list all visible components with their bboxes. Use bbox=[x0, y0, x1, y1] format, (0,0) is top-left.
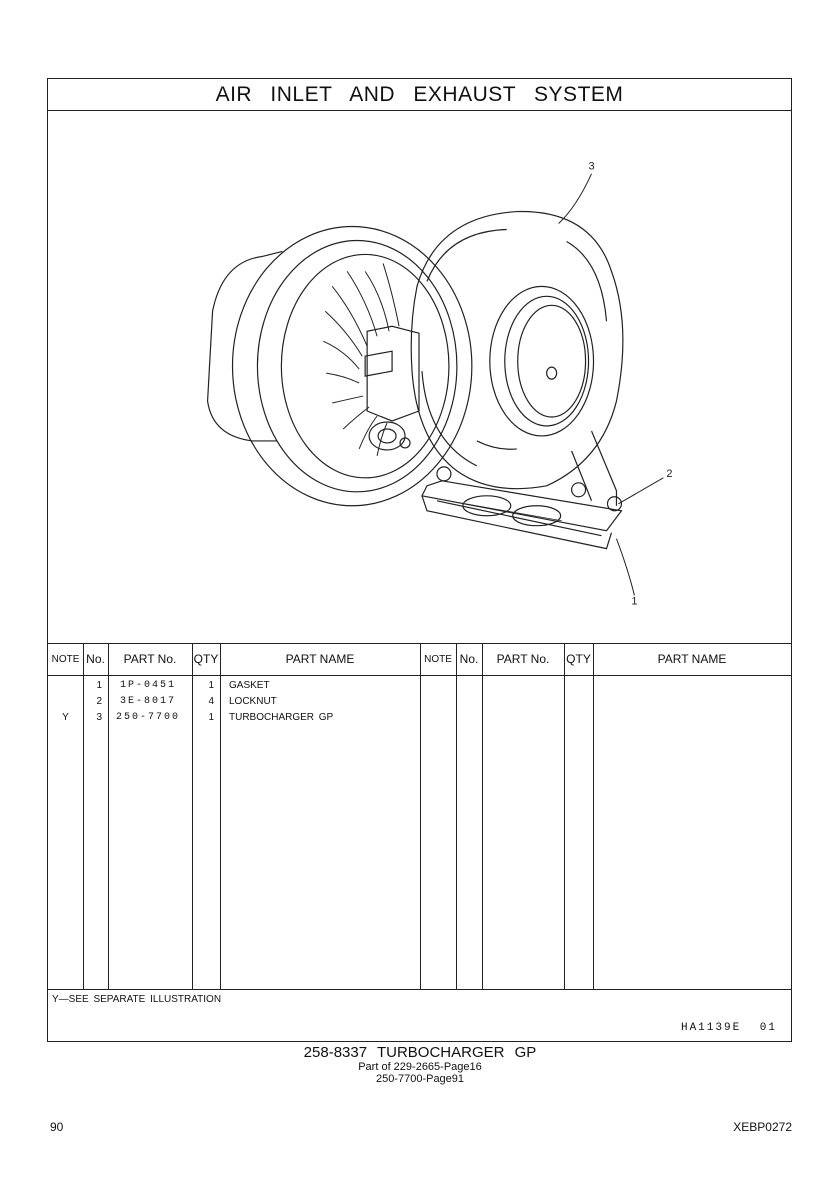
header-note-2: NOTE bbox=[424, 654, 452, 665]
header-part-no: PART No. bbox=[123, 652, 177, 666]
catalog-page-frame: AIR INLET AND EXHAUST SYSTEM bbox=[47, 78, 792, 1042]
caption: 258-8337 TURBOCHARGER GP Part of 229-266… bbox=[0, 1044, 840, 1085]
header-part-name-2: PART NAME bbox=[657, 652, 727, 666]
footnote-area: Y—SEE SEPARATE ILLUSTRATION HA1139E 01 bbox=[48, 989, 791, 1044]
header-part-no-2: PART No. bbox=[496, 652, 550, 666]
caption-title: 258-8337 TURBOCHARGER GP bbox=[303, 1044, 537, 1061]
header-note: NOTE bbox=[51, 654, 80, 665]
header-no: No. bbox=[86, 652, 105, 666]
page-number: 90 bbox=[50, 1120, 64, 1134]
footnote: Y—SEE SEPARATE ILLUSTRATION bbox=[52, 994, 222, 1005]
illustration-code: HA1139E 01 bbox=[680, 1022, 777, 1034]
header-divider bbox=[48, 675, 791, 676]
header-qty-2: QTY bbox=[566, 652, 591, 666]
flange-gasket-drawing bbox=[421, 466, 623, 550]
callout-1: 1 bbox=[631, 595, 637, 607]
turbocharger-illustration: 3 2 1 bbox=[48, 111, 791, 723]
callout-2: 2 bbox=[666, 468, 672, 480]
caption-line-2: 250-7700-Page91 bbox=[375, 1073, 465, 1085]
caption-line-1: Part of 229-2665-Page16 bbox=[358, 1061, 482, 1073]
compressor-inlet-drawing bbox=[206, 225, 473, 507]
header-qty: QTY bbox=[193, 652, 219, 666]
turbine-housing-drawing bbox=[410, 210, 624, 506]
document-code: XEBP0272 bbox=[733, 1120, 792, 1134]
parts-table: NOTE No. PART No. QTY PART NAME NOTE No.… bbox=[48, 643, 791, 990]
header-part-name: PART NAME bbox=[285, 652, 355, 666]
callout-leaders bbox=[558, 173, 664, 596]
section-title: AIR INLET AND EXHAUST SYSTEM bbox=[48, 79, 791, 111]
header-no-2: No. bbox=[459, 652, 479, 666]
callout-3: 3 bbox=[589, 161, 595, 173]
